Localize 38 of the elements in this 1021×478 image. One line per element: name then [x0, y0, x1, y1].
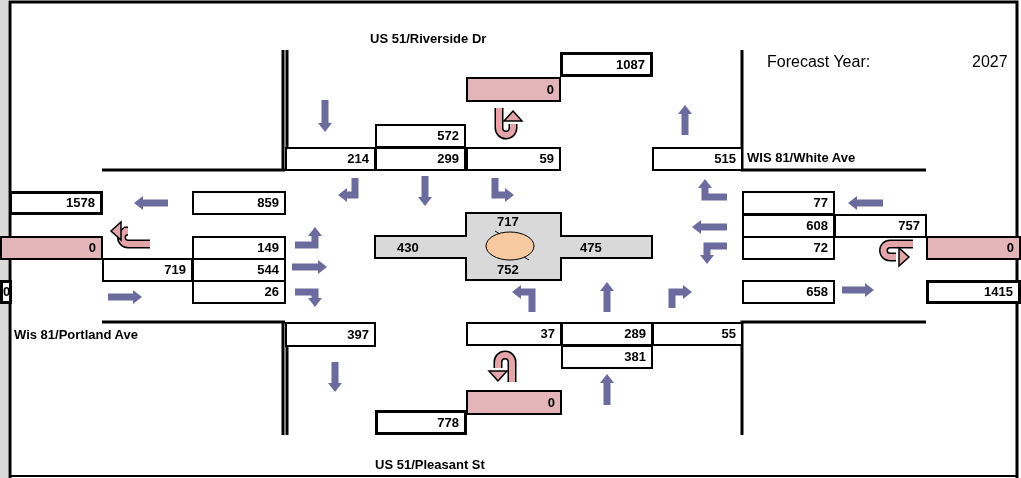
- volume-value: 752: [497, 262, 519, 277]
- volume-value: 475: [580, 240, 602, 255]
- volume-cell: 1415: [926, 280, 1021, 304]
- street-name: US 51/Riverside Dr: [370, 31, 487, 46]
- volume-cell: 299: [375, 147, 466, 171]
- volume-cell: 1578: [9, 191, 103, 215]
- volume-cell: 397: [285, 322, 376, 347]
- volume-cell: 778: [375, 410, 467, 435]
- street-name: WIS 81/White Ave: [747, 150, 856, 165]
- volume-cell: 37: [466, 322, 562, 346]
- volume-cell: 289: [561, 322, 653, 346]
- volume-value: 430: [397, 240, 419, 255]
- volume-cell: 72: [742, 236, 835, 260]
- volume-cell: 757: [834, 214, 927, 238]
- volume-value: 717: [497, 214, 519, 229]
- volume-cell: 859: [192, 191, 286, 215]
- forecast-year-label: Forecast Year:: [767, 53, 871, 71]
- volume-cell: 572: [375, 124, 466, 148]
- volume-cell: 608: [742, 214, 835, 238]
- volume-cell: 149: [192, 236, 286, 260]
- volume-cell: 55: [652, 322, 743, 346]
- forecast-year-value: 2027: [972, 53, 1008, 71]
- volume-cell: 26: [192, 280, 286, 304]
- volume-cell: 214: [285, 147, 376, 171]
- street-name: Wis 81/Portland Ave: [14, 327, 138, 342]
- volume-cell: 658: [742, 280, 835, 304]
- volume-cell: 0: [0, 236, 103, 260]
- volume-cell: 59: [466, 147, 561, 171]
- volume-cell: 0: [466, 390, 562, 415]
- volume-cell: 0: [466, 77, 561, 102]
- volume-cell: 719: [102, 258, 193, 282]
- volume-cell: 515: [652, 147, 743, 171]
- volume-cell: 544: [192, 258, 286, 282]
- volume-cell: 381: [561, 345, 653, 369]
- volume-cell: 1087: [560, 52, 653, 77]
- street-name: US 51/Pleasant St: [375, 457, 485, 472]
- volume-cell: 0: [926, 236, 1021, 260]
- volume-cell: 77: [742, 191, 835, 215]
